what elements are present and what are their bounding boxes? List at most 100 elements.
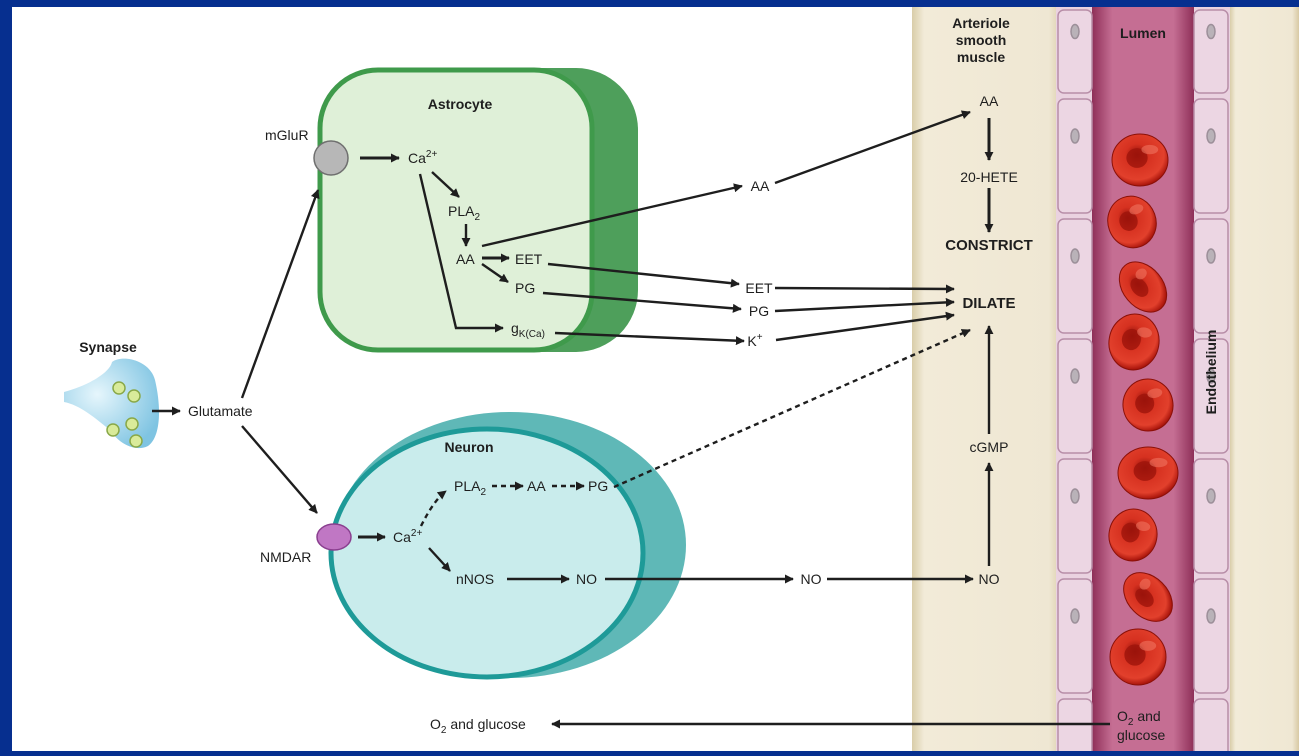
endothelial-cell (1193, 98, 1229, 214)
cell-nucleus (1070, 488, 1080, 504)
endothelial-cell (1057, 98, 1093, 214)
nnos-label: nNOS (456, 571, 494, 587)
astro-eet-label: EET (515, 251, 543, 267)
endothelial-cell (1193, 338, 1229, 454)
endothelial-cell (1057, 218, 1093, 334)
nmdar-label: NMDAR (260, 549, 311, 565)
cell-nucleus (1070, 368, 1080, 384)
endothelial-cell (1057, 698, 1093, 756)
arrow-aa-to-aa (481, 183, 743, 248)
astro-pg-label: PG (515, 280, 535, 296)
cell-nucleus (1206, 488, 1216, 504)
astrocyte-label: Astrocyte (428, 96, 493, 112)
smooth-muscle-outer (1230, 7, 1299, 751)
vesicle (112, 381, 126, 395)
vesicle (125, 417, 139, 431)
mid-eet-label: EET (745, 280, 773, 296)
endothelial-cell (1193, 698, 1229, 756)
endothelial-cell (1193, 9, 1229, 94)
endothelial-cell (1057, 458, 1093, 574)
neuron-no-label: NO (576, 571, 597, 587)
astrocyte-cell (317, 67, 638, 353)
red-blood-cell-icon (1107, 195, 1157, 249)
red-blood-cell-icon (1108, 313, 1160, 371)
red-blood-cell-icon (1111, 133, 1169, 187)
arrow-ca-pla2-neuron (419, 490, 447, 527)
neuron-cell (328, 412, 686, 680)
vessel-glucose-label: glucose (1117, 727, 1165, 743)
vesicle (127, 389, 141, 403)
mglur-receptor-icon (313, 140, 349, 176)
endothelial-cells (1057, 9, 1229, 756)
arrow-aa-pg (481, 263, 509, 283)
red-blood-cell-icon (1109, 628, 1167, 686)
dilate-label: DILATE (962, 295, 1015, 312)
vessel-no-label: NO (979, 571, 1000, 587)
astro-aa-label: AA (456, 251, 475, 267)
cell-nucleus (1206, 128, 1216, 144)
red-blood-cell-icon (1118, 261, 1168, 313)
astro-gkca-label: gK(Ca) (511, 320, 545, 340)
red-blood-cell-icon (1117, 446, 1179, 500)
cell-nucleus (1206, 368, 1216, 384)
constrict-label: CONSTRICT (945, 237, 1033, 254)
nmdar-receptor-icon (316, 523, 352, 551)
mid-aa-label: AA (751, 178, 770, 194)
neuron-body (328, 426, 646, 680)
neuron-aa-label: AA (527, 478, 546, 494)
red-blood-cells (1107, 133, 1179, 686)
arrow-glutamate-mglur (240, 189, 320, 399)
astro-pla2-label: PLA2 (448, 203, 480, 223)
vessel-hete-label: 20-HETE (960, 169, 1018, 185)
o2-glucose-label: O2 and glucose (430, 716, 526, 736)
arrow-pg-dilate (774, 297, 955, 313)
endothelial-cell (1193, 458, 1229, 574)
vessel-o2-label: O2 and (1117, 708, 1161, 728)
astro-ca-label: Ca2+ (408, 149, 437, 166)
neuron-pla2-label: PLA2 (454, 478, 486, 498)
lumen-label: Lumen (1120, 25, 1166, 41)
cgmp-label: cGMP (970, 439, 1009, 455)
arrow-gkca-to-k (554, 331, 745, 346)
red-blood-cell-icon (1108, 508, 1158, 562)
endothelial-cell (1193, 578, 1229, 694)
endothelial-cell (1057, 338, 1093, 454)
vesicle (129, 434, 143, 448)
mid-no-label: NO (801, 571, 822, 587)
synapse-label: Synapse (79, 339, 137, 355)
endothelium-label: Endothelium (1203, 330, 1219, 415)
arrow-ca-nnos (428, 547, 451, 572)
cell-nucleus (1070, 23, 1080, 40)
cell-nucleus (1206, 248, 1216, 264)
red-blood-cell-icon (1123, 572, 1173, 622)
arrow-eet-to-eet (547, 262, 740, 288)
cell-nucleus (1206, 608, 1216, 624)
cell-nucleus (1070, 248, 1080, 264)
arrow-k-dilate (775, 311, 955, 342)
arrow-pg-dilate-neuron (613, 328, 971, 489)
arrow-aa-to-vessel (774, 110, 971, 185)
arrow-ca-gkca (418, 173, 504, 333)
cell-nucleus (1206, 23, 1216, 40)
arrow-ca-pla2 (431, 171, 460, 198)
neuron-label: Neuron (445, 439, 494, 455)
neuron-ca-label: Ca2+ (393, 528, 422, 545)
endothelial-cell (1193, 218, 1229, 334)
astrocyte-body (317, 67, 595, 353)
endothelial-cell (1057, 578, 1093, 694)
arrow-pg-to-pg (542, 291, 742, 313)
arrow-eet-dilate (774, 284, 955, 294)
pathway-arrows (152, 110, 1110, 729)
vessel-aa-label: AA (980, 93, 999, 109)
arteriole-wall (912, 7, 1299, 756)
arrow-glutamate-nmdar (241, 425, 318, 514)
dashed-arrows (419, 328, 971, 527)
cell-nucleus (1070, 608, 1080, 624)
red-blood-cell-icon (1122, 378, 1174, 432)
mglur-label: mGluR (265, 127, 309, 143)
endothelial-cell (1057, 9, 1093, 94)
glutamate-label: Glutamate (188, 403, 253, 419)
